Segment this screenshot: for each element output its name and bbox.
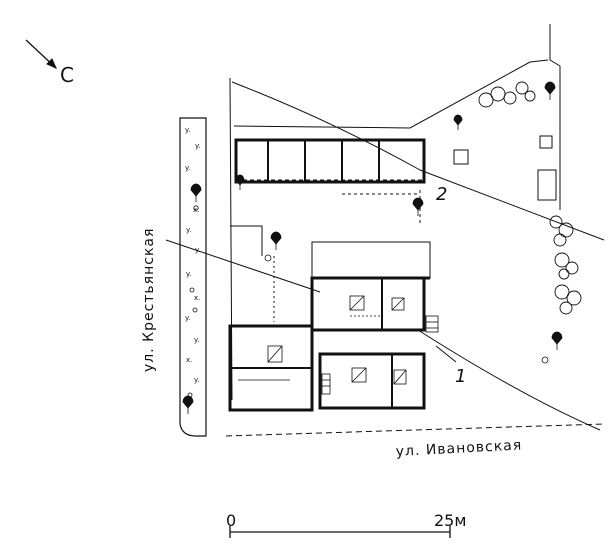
tree-icon (264, 231, 282, 262)
svg-text:y.: y. (194, 336, 199, 344)
shrub-icon (478, 81, 536, 108)
west-boundary-line (229, 77, 233, 401)
tree-icon (412, 197, 424, 216)
krestyanskaya-street-strip: y.y. y.x. y.y. y.x. y.y. x.y. (179, 117, 207, 437)
svg-text:y.: y. (194, 376, 199, 384)
scale-bar (229, 526, 451, 538)
outbuildings (453, 135, 557, 201)
terrain-line-upper (231, 81, 605, 241)
tree-icon (541, 331, 563, 364)
shrub-icon (554, 284, 582, 315)
outbuilding (453, 149, 469, 165)
tree-icon (190, 183, 202, 202)
ivanovskaya-street-label: ул. Ивановская (395, 437, 522, 460)
building-2 (234, 138, 426, 184)
svg-text:y.: y. (185, 314, 190, 322)
tree-icon (182, 395, 194, 414)
shrub-icon (554, 252, 579, 280)
north-arrow (25, 39, 57, 69)
building-2-label: 2 (436, 184, 447, 205)
north-boundary-line (233, 59, 549, 129)
svg-text:y.: y. (195, 246, 200, 254)
shrub-clusters (478, 81, 582, 315)
tree-icon (453, 114, 463, 130)
tree-icons (182, 81, 563, 414)
krestyanskaya-street-label: ул. Крестьянская (141, 228, 157, 372)
scale-start-label: 0 (226, 511, 236, 530)
tree-icon (544, 81, 556, 100)
svg-text:y.: y. (186, 226, 191, 234)
terrain-line-left (165, 239, 321, 293)
building-1-label: 1 (455, 366, 466, 387)
north-label: С (60, 63, 74, 87)
shrub-icon (549, 215, 574, 247)
svg-text:y.: y. (186, 270, 191, 278)
scale-end-label: 25м (434, 511, 466, 530)
svg-text:x.: x. (194, 294, 200, 302)
east-boundary-line (549, 24, 561, 210)
building-1 (228, 241, 439, 412)
svg-text:y.: y. (195, 142, 200, 150)
terrain-line-lower (417, 329, 601, 431)
outbuilding (539, 135, 553, 149)
outbuilding (537, 169, 557, 201)
svg-text:y.: y. (185, 126, 190, 134)
ivanovskaya-street-edge (225, 423, 605, 437)
yard-path (230, 225, 263, 256)
svg-text:x.: x. (186, 356, 192, 364)
north-arrow-head-icon (46, 58, 57, 69)
svg-text:y.: y. (185, 164, 190, 172)
site-boundaries (165, 24, 605, 437)
